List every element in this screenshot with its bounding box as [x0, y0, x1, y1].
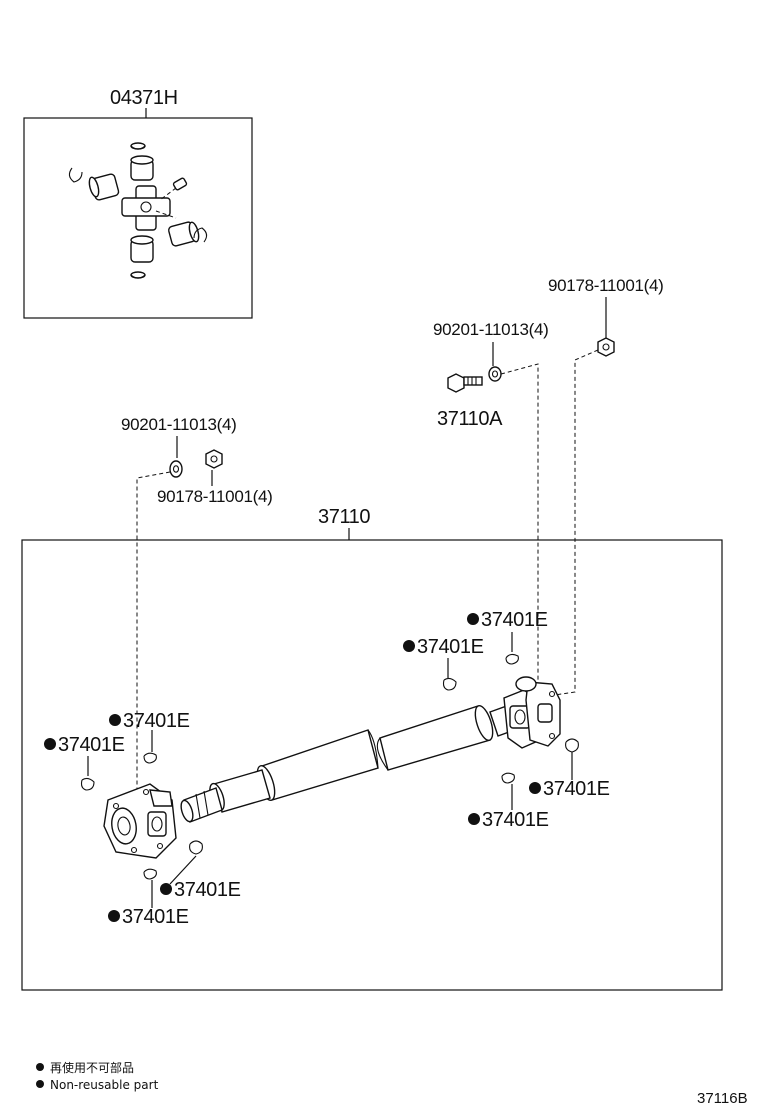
clip-label: 37401E: [174, 879, 241, 901]
bearing-cup-icon: [68, 167, 120, 201]
snap-ring-icon: [189, 840, 203, 855]
washer-top-dashed-path: [500, 363, 539, 680]
clip-callout: 37401E: [403, 636, 484, 658]
kit-box: [23, 117, 253, 319]
non-reusable-bullet-icon: [467, 613, 479, 625]
non-reusable-bullet-icon: [108, 910, 120, 922]
clip-label: 37401E: [122, 906, 189, 928]
rear-fasteners-group: 90178-11001(4) 90201-11013(4) 37110A: [433, 276, 664, 697]
washer-top-label: 90201-11013(4): [433, 320, 549, 339]
clip-label: 37401E: [123, 710, 190, 732]
diagram-code: 37116B: [697, 1090, 748, 1107]
clip-leader: [169, 855, 197, 885]
spider-icon: [121, 185, 171, 231]
assembly-label: 37110: [318, 506, 370, 528]
non-reusable-bullet-icon: [403, 640, 415, 652]
non-reusable-bullet-icon: [529, 782, 541, 794]
legend-japanese: 再使用不可部品: [50, 1060, 134, 1075]
universal-joint-kit-group: 04371H: [23, 87, 253, 319]
snap-ring-icon: [565, 738, 579, 753]
nut-icon: [597, 337, 615, 357]
propeller-shaft-assembly-group: 37110: [21, 506, 723, 991]
clip-label: 37401E: [417, 636, 484, 658]
bearing-cup-icon: [168, 221, 208, 247]
bolt-icon: [447, 373, 483, 393]
washer-left-label: 90201-11013(4): [121, 415, 237, 434]
kit-label: 04371H: [110, 87, 178, 109]
legend: 再使用不可部品 Non-reusable part: [36, 1060, 159, 1092]
non-reusable-bullet-icon: [160, 883, 172, 895]
snap-ring-icon: [80, 777, 95, 791]
clip-callout: 37401E: [529, 778, 610, 800]
front-flange-yoke-icon: [103, 783, 177, 859]
legend-english: Non-reusable part: [50, 1078, 159, 1092]
bearing-cup-icon: [130, 235, 154, 279]
washer-icon: [169, 460, 183, 478]
clip-callout: 37401E: [468, 809, 549, 831]
bearing-cup-icon: [130, 142, 154, 181]
snap-ring-icon: [505, 653, 519, 665]
snap-ring-icon: [501, 772, 515, 784]
clip-label: 37401E: [481, 609, 548, 631]
clip-label: 37401E: [58, 734, 125, 756]
clip-callout: 37401E: [467, 609, 548, 631]
clip-label: 37401E: [543, 778, 610, 800]
rear-flange-yoke-icon: [503, 676, 561, 749]
nut-top-dashed-path: [547, 349, 599, 697]
washer-left-dashed-path: [136, 471, 171, 800]
non-reusable-bullet-icon: [109, 714, 121, 726]
legend-bullet-icon: [36, 1063, 44, 1071]
front-fasteners-group: 90201-11013(4) 90178-11001(4): [121, 415, 273, 800]
assembly-box: [21, 539, 723, 991]
clip-callout: 37401E: [108, 906, 189, 928]
nut-top-label: 90178-11001(4): [548, 276, 664, 295]
grease-fitting-icon: [155, 177, 188, 219]
non-reusable-bullet-icon: [468, 813, 480, 825]
propeller-shaft-icon: [180, 703, 521, 823]
clip-callout: 37401E: [44, 734, 125, 756]
snap-ring-icon: [442, 677, 457, 691]
legend-bullet-icon: [36, 1080, 44, 1088]
clip-label: 37401E: [482, 809, 549, 831]
clip-callout: 37401E: [160, 879, 241, 901]
non-reusable-bullet-icon: [44, 738, 56, 750]
clip-callout: 37401E: [109, 710, 190, 732]
bolt-label: 37110A: [437, 408, 503, 430]
nut-left-label: 90178-11001(4): [157, 487, 273, 506]
snap-ring-icon: [143, 752, 157, 764]
snap-ring-icon: [143, 868, 157, 880]
nut-icon: [205, 449, 223, 469]
washer-icon: [488, 366, 502, 382]
